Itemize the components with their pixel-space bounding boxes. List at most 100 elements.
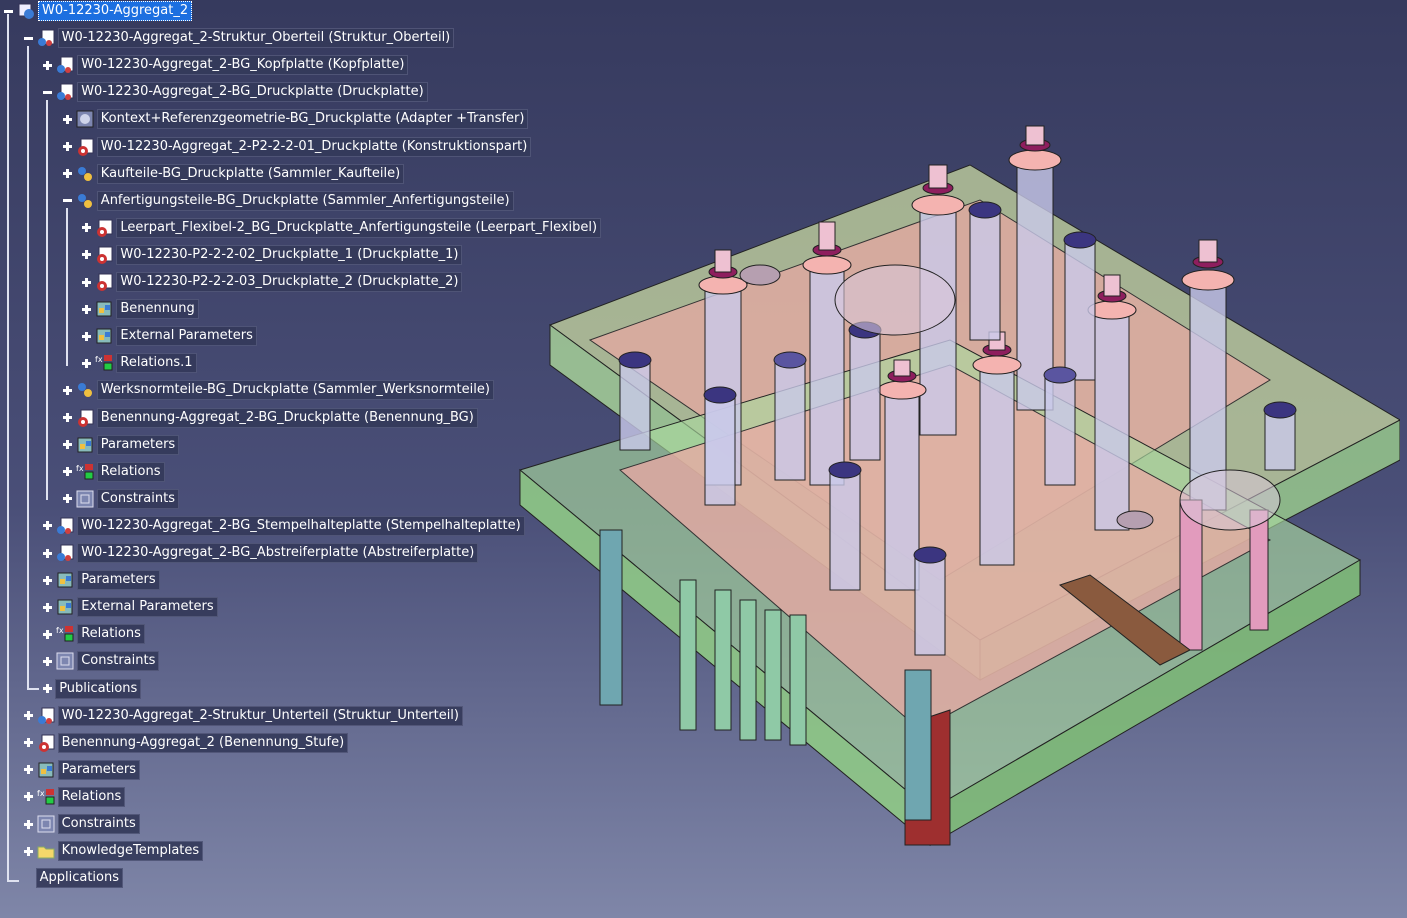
expand-icon[interactable] [62,494,72,504]
tree-node-label[interactable]: W0-12230-Aggregat_2-BG_Abstreiferplatte … [77,543,479,563]
expand-icon[interactable] [62,413,72,422]
tree-node-label[interactable]: Relations.1 [116,353,197,374]
tree-node[interactable]: W0-12230-Aggregat_2-BG_Stempelhalteplatt… [43,515,525,536]
tree-node-label[interactable]: W0-12230-Aggregat_2-Struktur_Unterteil (… [57,705,463,726]
tree-node[interactable]: External Parameters [43,597,218,618]
expand-icon[interactable] [82,358,92,368]
tree-node[interactable]: Parameters [62,434,180,455]
tree-node-label[interactable]: KnowledgeTemplates [57,841,204,862]
expand-icon[interactable] [23,819,33,829]
tree-node[interactable]: Constraints [43,651,160,672]
tree-node-label[interactable]: Constraints [96,488,179,509]
tree-node-label[interactable]: Parameters [57,759,141,780]
tree-node-label[interactable]: Kontext+Referenzgeometrie-BG_Druckplatte… [96,109,529,130]
tree-node-label[interactable]: Leerpart_Flexibel-2_BG_Druckplatte_Anfer… [116,217,602,238]
tree-node[interactable]: External Parameters [82,326,257,347]
tree-node[interactable]: Kaufteile-BG_Druckplatte (Sammler_Kaufte… [62,163,405,184]
tree-node-label[interactable]: Relations [57,786,126,807]
tree-node-label[interactable]: Publications [55,678,142,699]
expand-icon[interactable] [62,114,72,124]
expand-icon[interactable] [43,60,53,70]
tree-node-label[interactable]: W0-12230-Aggregat_2-BG_Kopfplatte (Kopfp… [77,55,409,76]
expand-icon[interactable] [23,711,33,721]
tree-node[interactable]: KnowledgeTemplates [23,841,204,862]
expand-icon[interactable] [62,440,72,450]
3d-die-assembly-model[interactable] [510,110,1400,850]
tree-node-label[interactable]: Kaufteile-BG_Druckplatte (Sammler_Kaufte… [96,163,405,184]
expand-icon[interactable] [23,846,33,856]
tree-node[interactable]: Leerpart_Flexibel-2_BG_Druckplatte_Anfer… [82,217,602,238]
tree-node-label[interactable]: W0-12230-Aggregat_2-BG_Stempelhalteplatt… [77,515,525,536]
tree-node-label[interactable]: Constraints [57,814,140,834]
collapse-icon[interactable] [4,7,13,16]
expand-icon[interactable] [82,250,92,260]
expand-icon[interactable] [43,575,53,585]
expand-icon[interactable] [23,765,33,775]
tree-node-label[interactable]: W0-12230-P2-2-2-03_Druckplatte_2 (Druckp… [116,272,463,292]
tree-node-label[interactable]: Benennung-Aggregat_2 (Benennung_Stufe) [57,732,349,753]
tree-node[interactable]: Werksnormteile-BG_Druckplatte (Sammler_W… [62,380,494,401]
collapse-icon[interactable] [23,34,33,43]
tree-node-label[interactable]: External Parameters [116,326,257,347]
tree-node-label[interactable]: Anfertigungsteile-BG_Druckplatte (Sammle… [96,190,514,211]
tree-node-label[interactable]: Benennung-Aggregat_2-BG_Druckplatte (Ben… [96,407,478,428]
tree-node[interactable]: W0-12230-Aggregat_2-Struktur_Oberteil (S… [23,28,455,49]
tree-node[interactable]: Anfertigungsteile-BG_Druckplatte (Sammle… [62,190,514,211]
tree-node[interactable]: Parameters [43,570,160,591]
tree-node-label[interactable]: W0-12230-P2-2-2-02_Druckplatte_1 (Druckp… [116,244,463,265]
collapse-icon[interactable] [62,196,72,205]
tree-node-label[interactable]: Relations [77,624,145,645]
tree-node[interactable]: Publications [43,678,142,699]
expand-icon[interactable] [23,792,33,802]
expand-icon[interactable] [43,521,53,531]
expand-icon[interactable] [43,684,53,693]
expand-icon[interactable] [43,548,53,558]
tree-node[interactable]: Kontext+Referenzgeometrie-BG_Druckplatte… [62,109,529,130]
tree-node[interactable]: W0-12230-Aggregat_2-Struktur_Unterteil (… [23,705,463,726]
tree-node-label[interactable]: Applications [35,868,124,889]
expand-icon[interactable] [43,629,53,639]
expand-icon[interactable] [62,169,72,179]
tree-node-label[interactable]: W0-12230-Aggregat_2-Struktur_Oberteil (S… [57,28,455,49]
tree-node[interactable]: Benennung-Aggregat_2 (Benennung_Stufe) [23,732,349,753]
expand-icon[interactable] [62,142,72,151]
expand-icon[interactable] [43,602,53,612]
tree-node-label[interactable]: Relations [96,461,165,482]
tree-node[interactable]: W0-12230-Aggregat_2-P2-2-2-01_Druckplatt… [62,136,532,157]
tree-node[interactable]: Constraints [62,488,179,509]
expand-icon[interactable] [82,277,92,287]
tree-node[interactable]: W0-12230-P2-2-2-02_Druckplatte_1 (Druckp… [82,244,463,265]
tree-node[interactable]: Benennung [82,299,199,320]
tree-node-label[interactable]: Benennung [116,299,199,320]
tree-node[interactable]: W0-12230-Aggregat_2 [4,1,193,21]
tree-node[interactable]: W0-12230-Aggregat_2-BG_Druckplatte (Druc… [43,82,428,103]
collapse-icon[interactable] [43,88,53,97]
tree-node-label[interactable]: Parameters [96,434,180,455]
expand-icon[interactable] [82,304,92,314]
expand-icon[interactable] [62,385,72,395]
tree-node[interactable]: W0-12230-Aggregat_2-BG_Abstreiferplatte … [43,543,479,563]
expand-icon[interactable] [62,467,72,477]
tree-node[interactable]: Benennung-Aggregat_2-BG_Druckplatte (Ben… [62,407,478,428]
expand-icon[interactable] [23,738,33,748]
tree-node[interactable]: W0-12230-P2-2-2-03_Druckplatte_2 (Druckp… [82,272,463,292]
tree-node[interactable]: W0-12230-Aggregat_2-BG_Kopfplatte (Kopfp… [43,55,409,76]
tree-node-label[interactable]: W0-12230-Aggregat_2 [38,1,193,21]
tree-node[interactable]: Parameters [23,759,141,780]
tree-node[interactable]: Applications [24,868,124,889]
expand-icon[interactable] [82,331,92,341]
tree-node-label[interactable]: Werksnormteile-BG_Druckplatte (Sammler_W… [96,380,494,401]
tree-node-label[interactable]: W0-12230-Aggregat_2-P2-2-2-01_Druckplatt… [96,136,532,157]
tree-node-label[interactable]: External Parameters [77,597,218,618]
expand-icon[interactable] [43,656,53,666]
expand-icon[interactable] [82,223,92,233]
tree-node-label[interactable]: Parameters [77,570,160,591]
tree-node-label[interactable]: W0-12230-Aggregat_2-BG_Druckplatte (Druc… [77,82,428,103]
constraints-icon [56,652,74,670]
tree-node-label[interactable]: Constraints [77,651,160,672]
tree-node[interactable]: Constraints [23,814,140,834]
